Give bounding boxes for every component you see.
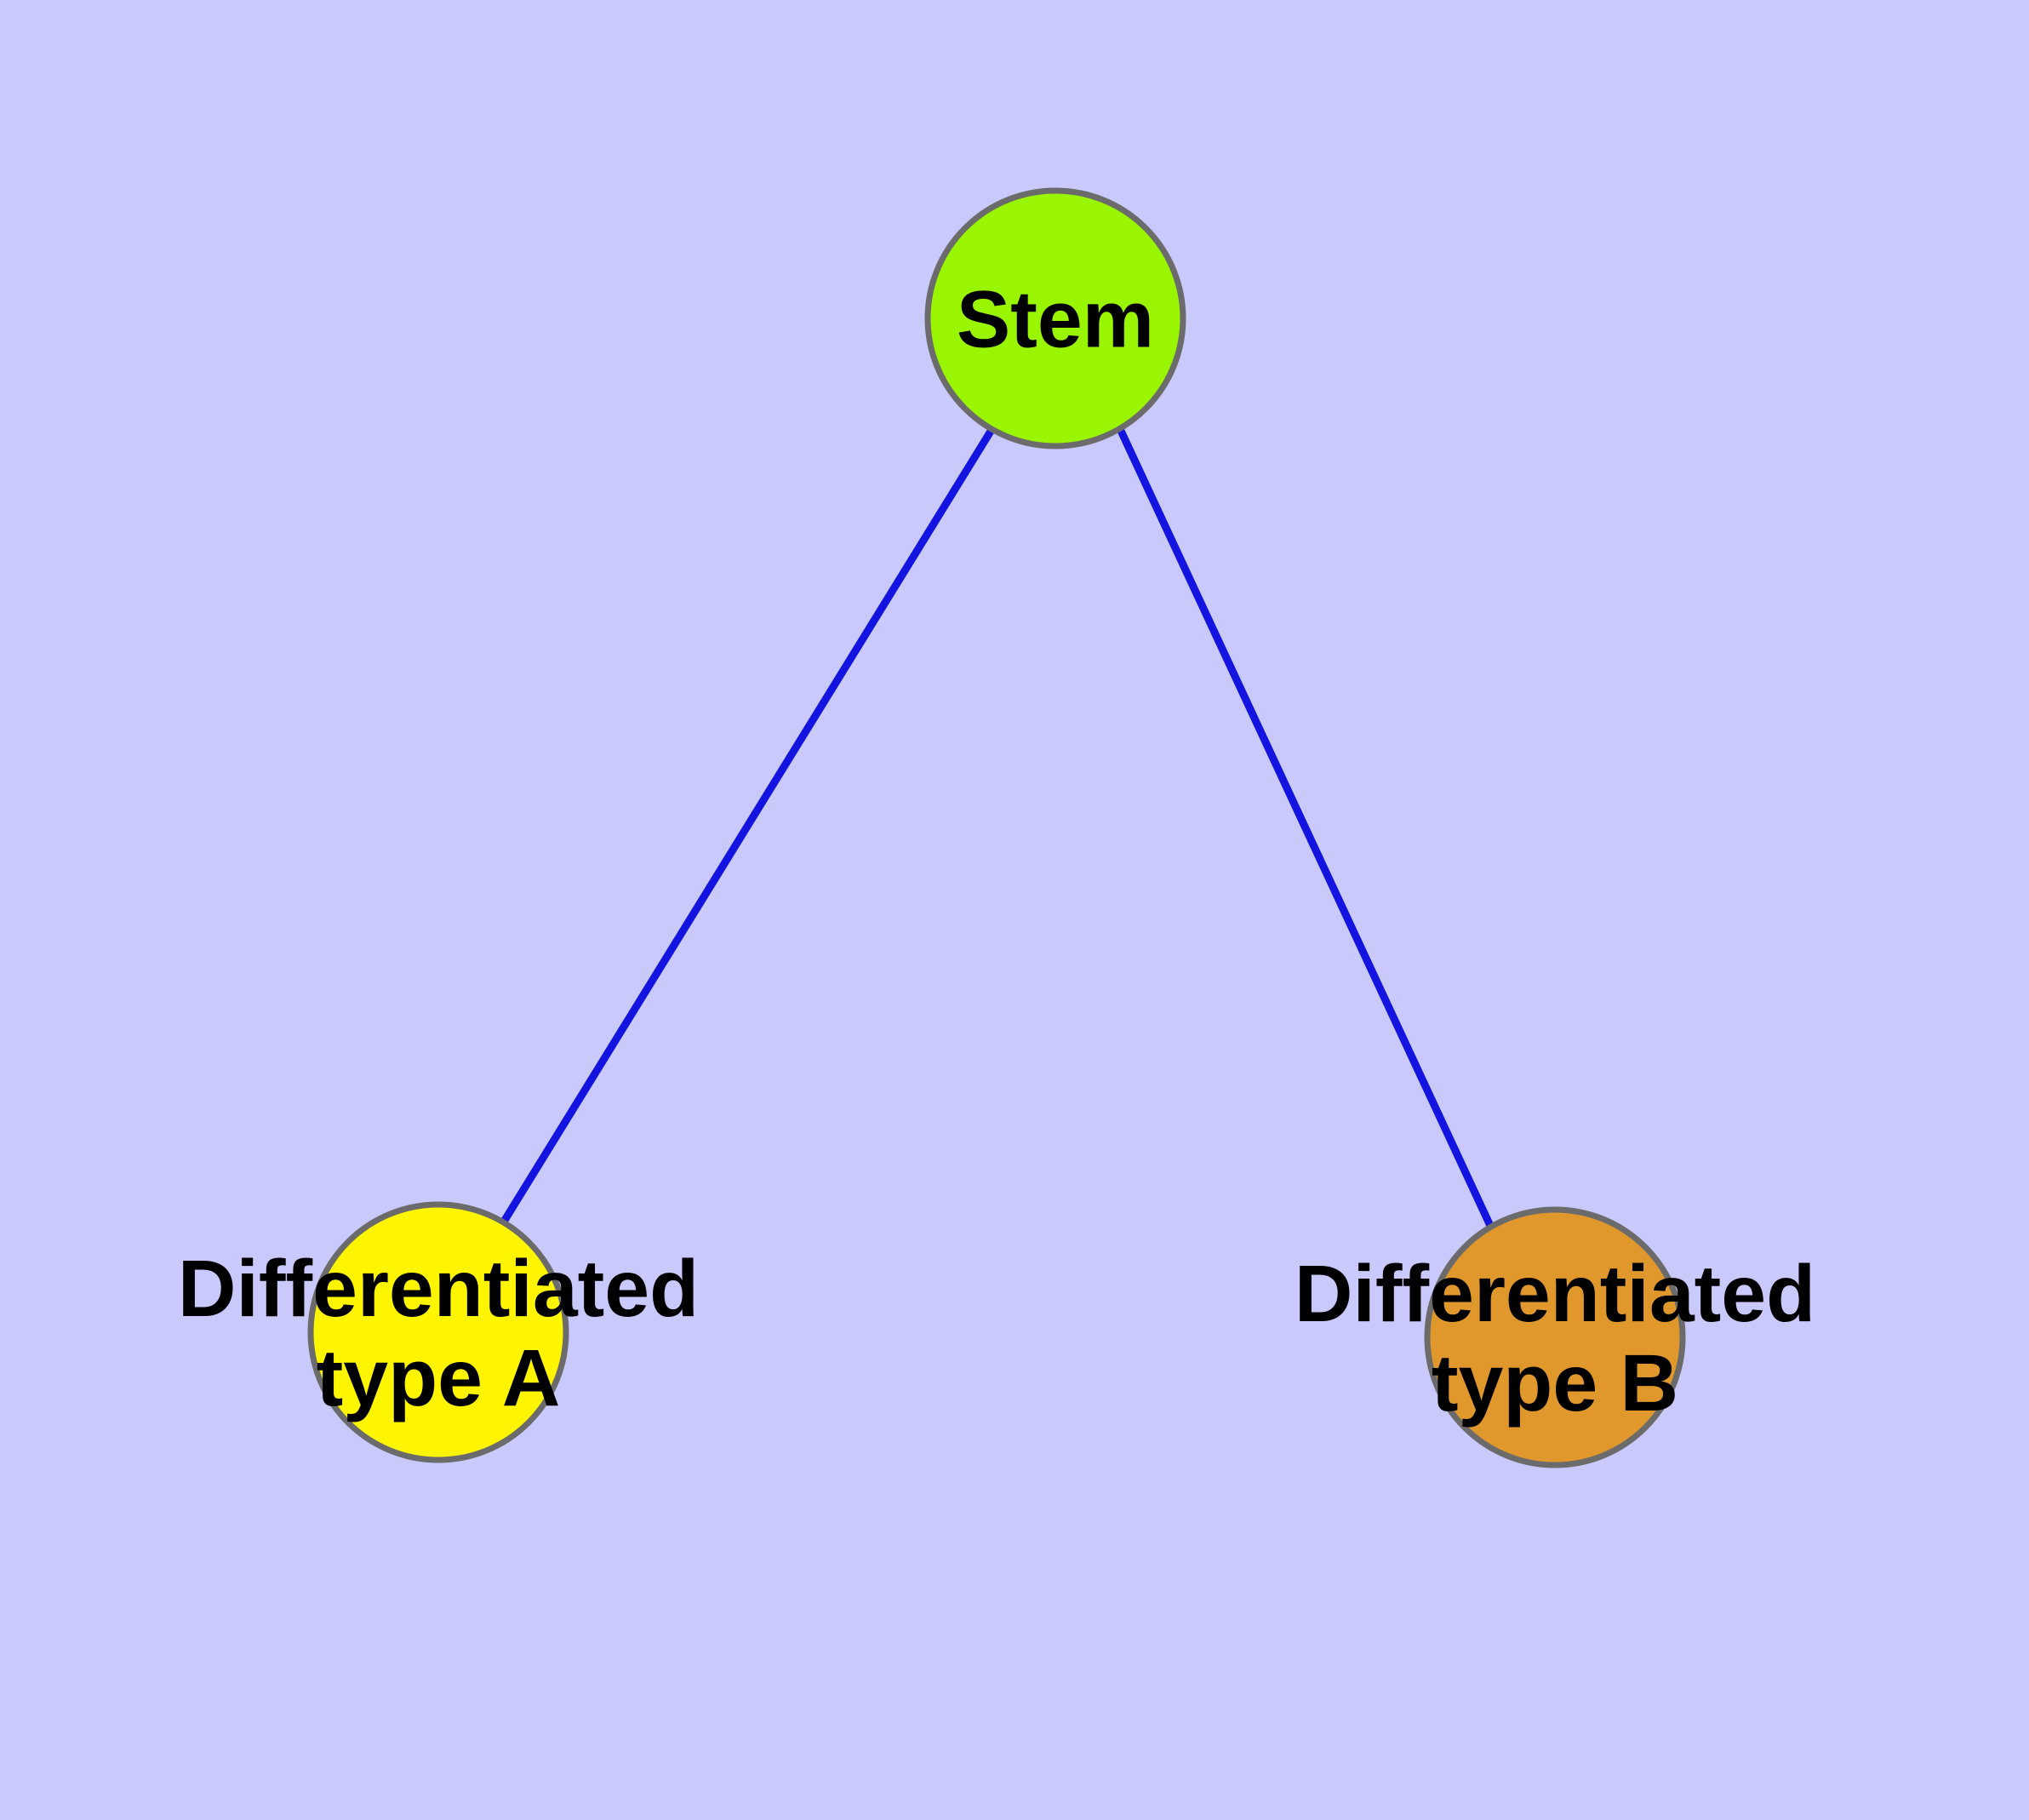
edges-group <box>500 427 1495 1229</box>
node-label-stem: Stem <box>957 274 1154 364</box>
node-label-line: Differentiated <box>178 1244 699 1334</box>
nodes-group <box>307 187 1686 1468</box>
node-diff-type-a[interactable] <box>307 1201 569 1463</box>
edge-stem-to-type-b[interactable] <box>1117 429 1495 1229</box>
node-label-line: type B <box>1432 1338 1678 1428</box>
node-label-line: Differentiated <box>1295 1249 1815 1339</box>
node-diff-type-b[interactable] <box>1424 1206 1686 1468</box>
node-label-line: Stem <box>957 274 1154 364</box>
node-stem[interactable] <box>924 187 1186 449</box>
edge-stem-to-type-a[interactable] <box>500 427 995 1224</box>
node-label-line: type A <box>317 1333 561 1423</box>
